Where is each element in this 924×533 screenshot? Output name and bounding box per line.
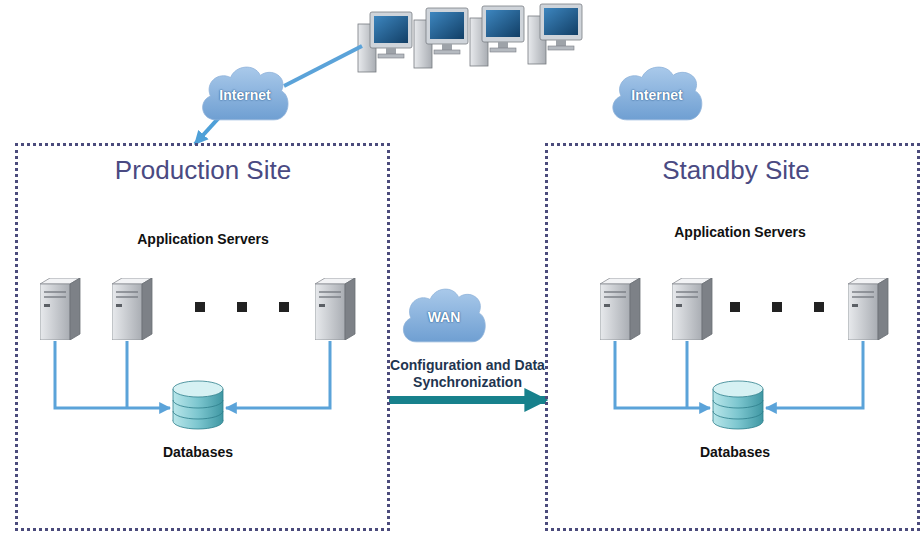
ellipsis-dot bbox=[814, 302, 824, 312]
internet-cloud: Internet bbox=[197, 62, 293, 124]
ellipsis-dot bbox=[279, 302, 289, 312]
group-label: Application Servers bbox=[137, 231, 269, 247]
db-wire bbox=[126, 341, 129, 408]
ellipsis-dot bbox=[772, 302, 782, 312]
server-icon bbox=[848, 278, 888, 340]
standby-servers bbox=[600, 278, 888, 340]
server-icon bbox=[40, 278, 80, 340]
edge-label: Configuration and Data Synchronization bbox=[373, 357, 563, 391]
cloud-label: Internet bbox=[631, 87, 682, 103]
cloud-label: Internet bbox=[219, 87, 270, 103]
site-title: Standby Site bbox=[662, 155, 809, 186]
wan-cloud: WAN bbox=[398, 284, 490, 346]
group-label: Application Servers bbox=[674, 224, 806, 240]
database-icon bbox=[173, 381, 223, 429]
client-computer bbox=[528, 4, 582, 64]
client-computer bbox=[470, 6, 524, 66]
db-wire bbox=[686, 341, 689, 408]
db-wire bbox=[766, 341, 863, 408]
group-label: Databases bbox=[163, 444, 233, 460]
db-wire bbox=[55, 341, 170, 408]
client-computers bbox=[358, 4, 582, 72]
ellipsis-dot bbox=[730, 302, 740, 312]
sync-arrow bbox=[389, 396, 546, 404]
production-servers bbox=[40, 278, 355, 340]
cloud-outline bbox=[403, 289, 485, 342]
client-computer bbox=[414, 8, 468, 68]
server-icon bbox=[112, 278, 152, 340]
client-computer bbox=[358, 12, 412, 72]
db-wire bbox=[226, 341, 330, 408]
server-icon bbox=[600, 278, 640, 340]
cloud-outline bbox=[203, 67, 288, 120]
server-icon bbox=[672, 278, 712, 340]
site-region: Production SiteApplication ServersDataba… bbox=[15, 143, 390, 531]
database-icon bbox=[713, 381, 763, 429]
ellipsis-dot bbox=[195, 302, 205, 312]
ellipsis-dot bbox=[237, 302, 247, 312]
cloud-label: WAN bbox=[428, 309, 461, 325]
site-region: Standby SiteApplication ServersDatabases bbox=[545, 143, 920, 531]
site-title: Production Site bbox=[115, 155, 291, 186]
internet-cloud: Internet bbox=[607, 62, 707, 124]
db-wire bbox=[615, 341, 710, 408]
cloud-outline bbox=[613, 67, 702, 120]
server-icon bbox=[315, 278, 355, 340]
group-label: Databases bbox=[700, 444, 770, 460]
client-link bbox=[284, 46, 362, 86]
